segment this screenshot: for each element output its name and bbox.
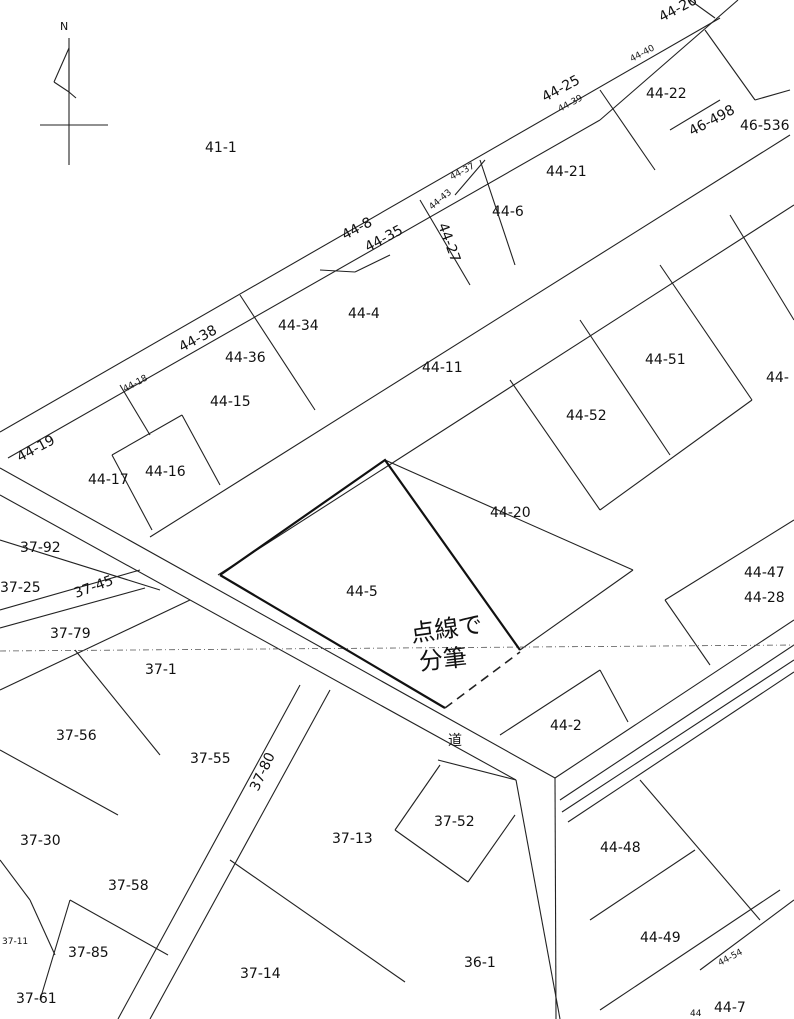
lot-label: 44-49	[640, 930, 681, 946]
lot-label: 37-61	[16, 991, 57, 1007]
lot-label: 44-21	[546, 164, 587, 180]
survey-reference-line	[0, 644, 794, 652]
road-label: 道	[448, 733, 462, 749]
lot-label: 44-48	[600, 840, 641, 856]
lot-label: 44-52	[566, 408, 607, 424]
lot-boundaries	[0, 29, 794, 1011]
lot-label: 37-85	[68, 945, 109, 961]
lot-label: 37-13	[332, 831, 373, 847]
lot-label: 44-15	[210, 394, 251, 410]
lot-label: 46-536	[740, 118, 790, 134]
lot-label: 44-2	[550, 718, 582, 734]
lot-label: 44-11	[422, 360, 463, 376]
lot-label: 44-51	[645, 352, 686, 368]
lot-label: 37-52	[434, 814, 475, 830]
lot-label: 44-47	[744, 565, 785, 581]
lot-label: 44-20	[490, 505, 531, 521]
lot-label: 37-1	[145, 662, 177, 678]
lot-label: 44-19	[14, 432, 57, 465]
lot-label: 41-1	[205, 140, 237, 156]
annotation-line-1: 点線で	[409, 610, 484, 648]
lot-label: 44-37	[449, 162, 477, 183]
north-label: N	[60, 20, 68, 33]
lot-label: 44-26	[656, 0, 700, 26]
lot-label: 46-498	[686, 102, 737, 139]
lot-label: 37-79	[50, 626, 91, 642]
lot-label: 37-55	[190, 751, 231, 767]
lot-label: 44-36	[225, 350, 266, 366]
lot-label: 36-1	[464, 955, 496, 971]
lot-label: 44-6	[492, 204, 524, 220]
lot-label: 44-4	[348, 306, 380, 322]
lot-label: 44-16	[145, 464, 186, 480]
lot-label: 44-54	[717, 947, 745, 968]
lot-label: 44-28	[744, 590, 785, 606]
lot-label: 44-	[766, 370, 789, 386]
lot-label: 44-18	[122, 373, 150, 394]
lot-label: 37-58	[108, 878, 149, 894]
lot-label: 37-14	[240, 966, 281, 982]
lot-label: 37-56	[56, 728, 97, 744]
lot-label: 44-7	[714, 1000, 746, 1016]
lot-label: 44-40	[629, 43, 657, 64]
highlighted-parcel	[219, 458, 521, 709]
annotation-line-2: 分筆	[418, 643, 469, 676]
lot-label: 44-5	[346, 584, 378, 600]
lot-label: 37-25	[0, 580, 41, 596]
lot-label: 44	[690, 1009, 702, 1019]
lot-label: 37-92	[20, 540, 61, 556]
north-arrow-icon: N	[40, 20, 108, 165]
lot-label: 37-30	[20, 833, 61, 849]
lot-label: 37-80	[247, 750, 279, 794]
lot-label: 44-17	[88, 472, 129, 488]
handwritten-annotation: 点線で 分筆	[409, 610, 484, 676]
lot-label: 44-34	[278, 318, 319, 334]
lot-label: 37-11	[2, 937, 28, 947]
lot-label: 44-22	[646, 86, 687, 102]
lot-label: 44-27	[434, 221, 463, 265]
lot-label: 44-43	[428, 188, 454, 212]
